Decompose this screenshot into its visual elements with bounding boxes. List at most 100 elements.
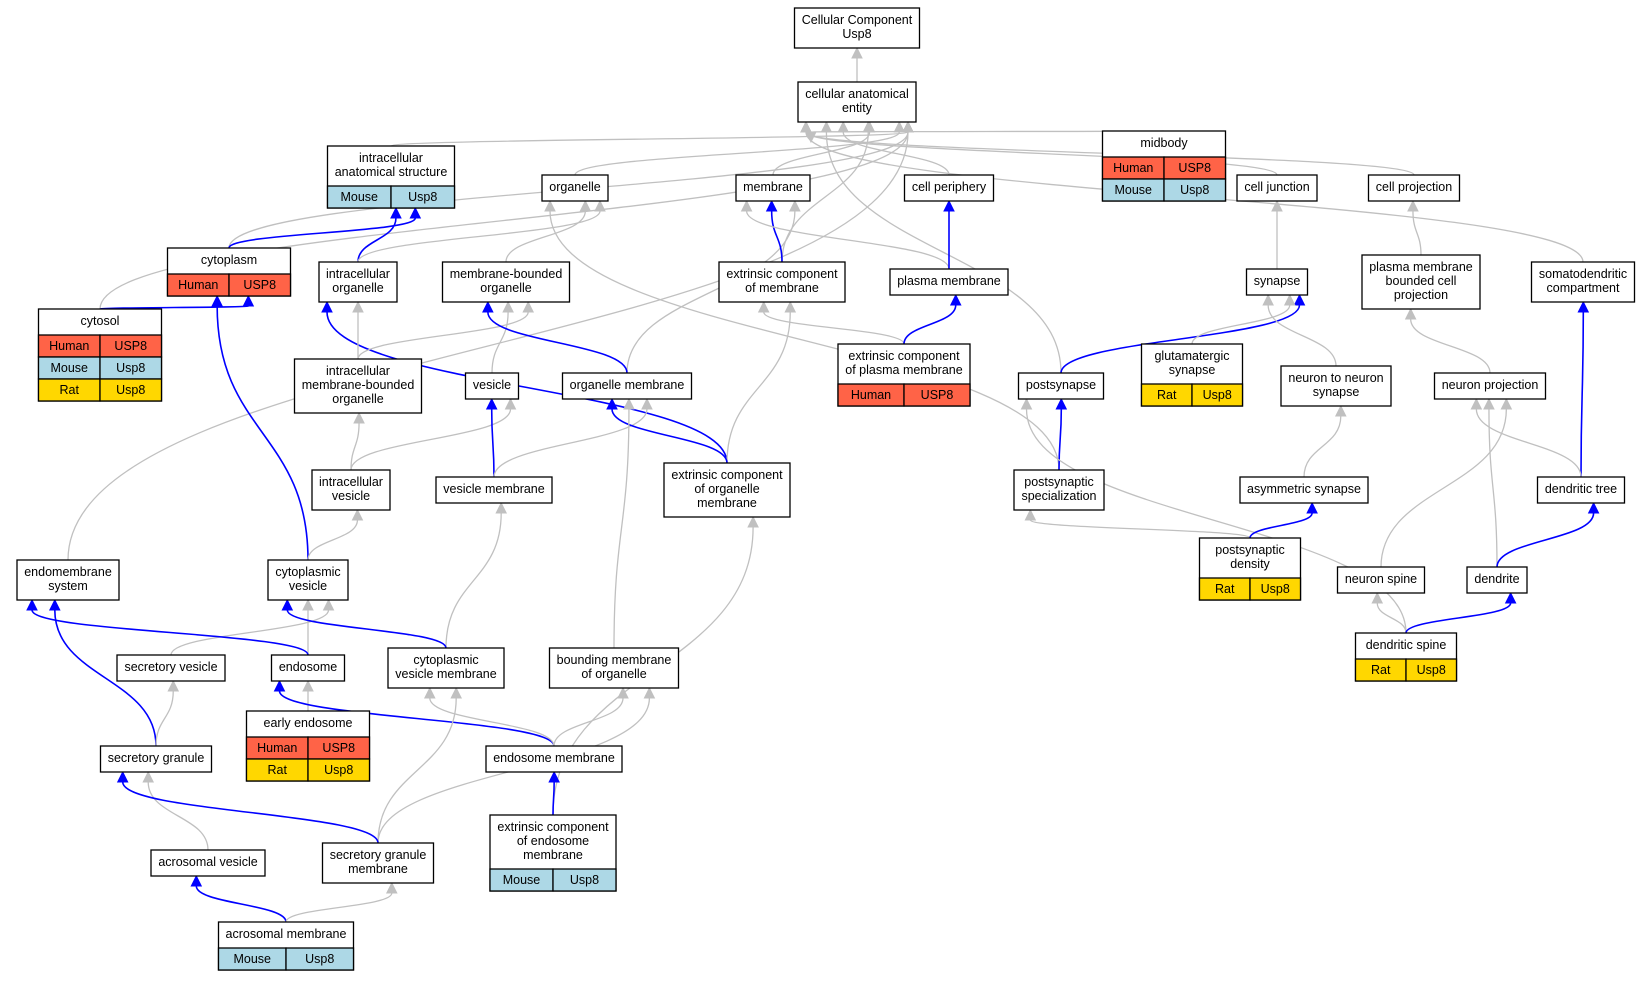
gene-label: USP8 xyxy=(322,741,355,755)
node-asymmetric-synapse[interactable]: asymmetric synapse xyxy=(1239,476,1369,504)
edge-is-a xyxy=(726,300,797,464)
node-organelle[interactable]: organelle xyxy=(541,174,609,202)
node-membrane[interactable]: membrane xyxy=(735,174,811,202)
gene-label: USP8 xyxy=(921,388,954,402)
edge-is-a xyxy=(505,199,592,263)
node-box xyxy=(1245,268,1309,296)
edge-is-a xyxy=(285,881,398,923)
species-label: Rat xyxy=(268,763,288,777)
edge-is-a xyxy=(1303,404,1347,478)
edge-is-a xyxy=(493,397,653,478)
node-box xyxy=(1361,254,1481,310)
node-label: endosome membrane xyxy=(493,751,615,765)
node-label: dendritic spine xyxy=(1366,638,1447,652)
node-cell-projection[interactable]: cell projection xyxy=(1367,174,1461,202)
gene-cell xyxy=(552,868,617,892)
node-box xyxy=(1466,566,1528,594)
edge-is-a xyxy=(1470,397,1582,478)
node-secretory-vesicle[interactable]: secretory vesicle xyxy=(116,654,226,682)
node-endosome[interactable]: endosome xyxy=(270,654,346,682)
node-label: Usp8 xyxy=(842,27,871,41)
node-postsynapse[interactable]: postsynapse xyxy=(1017,372,1105,400)
edge-part-of xyxy=(321,300,728,464)
edge-is-a xyxy=(740,199,950,270)
edge-part-of xyxy=(48,598,157,747)
node-secretory-granule[interactable]: secretory granule xyxy=(99,745,213,773)
node-organelle-membrane[interactable]: organelle membrane xyxy=(561,372,693,400)
node-plasma-membrane[interactable]: plasma membrane xyxy=(889,268,1009,296)
gene-cell xyxy=(903,383,971,407)
edge-part-of xyxy=(606,397,728,464)
edge-is-a xyxy=(357,199,606,263)
node-dendritic-tree[interactable]: dendritic tree xyxy=(1536,476,1626,504)
gene-label: Usp8 xyxy=(116,383,145,397)
node-vesicle[interactable]: vesicle xyxy=(464,372,520,400)
node-dendrite[interactable]: dendrite xyxy=(1466,566,1528,594)
node-label: extrinsic component xyxy=(848,349,960,363)
edge-part-of xyxy=(190,874,287,923)
edge-part-of xyxy=(1060,293,1306,374)
edge-part-of xyxy=(273,679,555,747)
node-box xyxy=(116,654,226,682)
node-cell-periphery[interactable]: cell periphery xyxy=(903,174,995,202)
node-label: synapse xyxy=(1313,385,1360,399)
edge-part-of xyxy=(765,199,783,263)
node-neuron-spine[interactable]: neuron spine xyxy=(1336,566,1426,594)
node-synapse[interactable]: synapse xyxy=(1245,268,1309,296)
node-label: of endosome xyxy=(517,834,589,848)
node-acrosomal-vesicle[interactable]: acrosomal vesicle xyxy=(150,849,266,877)
species-label: Rat xyxy=(60,383,80,397)
node-label: intracellular xyxy=(319,475,383,489)
node-vesicle-membrane[interactable]: vesicle membrane xyxy=(435,476,553,504)
node-label: intracellular xyxy=(326,267,390,281)
edge-part-of xyxy=(1055,397,1068,471)
node-neuron-projection[interactable]: neuron projection xyxy=(1433,372,1547,400)
node-label: cytoplasmic xyxy=(413,653,478,667)
node-box xyxy=(1236,174,1318,202)
node-label: cell projection xyxy=(1376,180,1452,194)
node-box xyxy=(735,174,811,202)
edge-is-a xyxy=(1407,199,1422,256)
node-cell-junction[interactable]: cell junction xyxy=(1236,174,1318,202)
node-label: organelle membrane xyxy=(570,378,685,392)
edge-is-a xyxy=(1191,293,1296,345)
node-label: postsynapse xyxy=(1026,378,1096,392)
node-box xyxy=(1530,261,1636,303)
node-endosome-membrane[interactable]: endosome membrane xyxy=(485,745,623,773)
node-label: bounding membrane xyxy=(557,653,672,667)
node-box xyxy=(150,849,266,877)
species-label: Rat xyxy=(1215,582,1235,596)
